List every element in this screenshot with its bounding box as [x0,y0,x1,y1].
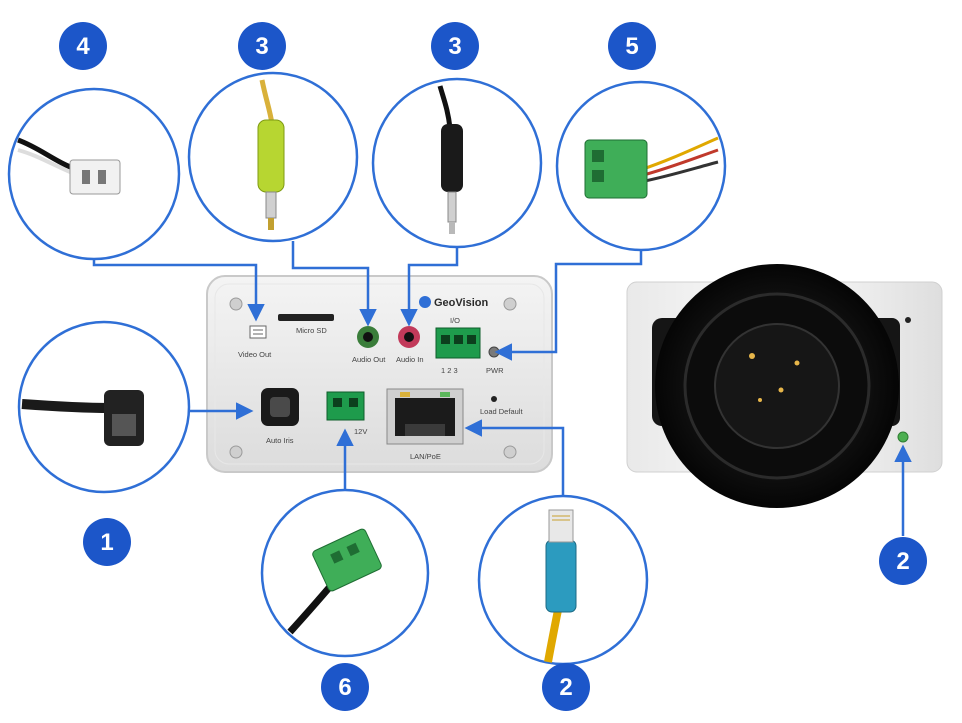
callout-badge-6: 6 [321,663,369,711]
lan-cable-image [477,494,649,666]
svg-text:4: 4 [76,33,90,60]
micro-sd-slot [278,314,334,321]
svg-text:2: 2 [896,548,909,575]
micro-sd-label: Micro SD [296,326,327,335]
svg-text:5: 5 [625,33,638,60]
svg-text:3: 3 [448,33,461,60]
auto-iris-cable-image [17,320,191,494]
power-label: 12V [354,427,367,436]
status-led [897,431,909,443]
svg-text:3: 3 [255,33,268,60]
auto-iris-port [261,388,299,426]
callout-badge-3-audio-out: 3 [238,22,286,70]
power-terminal [326,391,365,421]
dio-label: I/O [450,316,460,325]
video-out-label: Video Out [238,350,272,359]
audio-in-cable-image [371,77,543,249]
camera-front [626,264,943,508]
video-out-cable-image [7,87,181,261]
video-out-port [249,325,267,339]
callout-badge-2-lan: 2 [542,663,590,711]
callout-badge-2-led: 2 [879,537,927,585]
audio-out-jack [357,326,379,348]
load-default-button [491,396,497,402]
camera-rear-panel: Video Out Micro SD Audio Out Audio In Ge… [206,275,553,473]
camera-lens [652,264,900,508]
callout-badge-3-audio-in: 3 [431,22,479,70]
svg-text:2: 2 [559,674,572,701]
audio-in-jack [398,326,420,348]
power-led [488,346,500,358]
audio-in-label: Audio In [396,355,424,364]
dio-cable-image [555,80,727,252]
dio-terminal-block [435,327,481,359]
brand-logo: GeoVision [419,296,488,309]
callout-badge-1: 1 [83,518,131,566]
dio-pin-numbers: 1 2 3 [441,366,458,375]
svg-text:6: 6 [338,674,351,701]
svg-text:1: 1 [100,529,113,556]
pwr-label: PWR [486,366,504,375]
auto-iris-label: Auto Iris [266,436,294,445]
connector-lines [92,241,912,536]
callout-badge-5: 5 [608,22,656,70]
lan-poe-port [386,388,464,445]
audio-out-cable-image [187,71,359,243]
callout-badge-4: 4 [59,22,107,70]
load-default-label: Load Default [480,407,523,416]
brand-name: GeoVision [434,297,488,309]
power-cable-image [260,488,430,658]
lan-poe-label: LAN/PoE [410,452,441,461]
audio-out-label: Audio Out [352,355,386,364]
